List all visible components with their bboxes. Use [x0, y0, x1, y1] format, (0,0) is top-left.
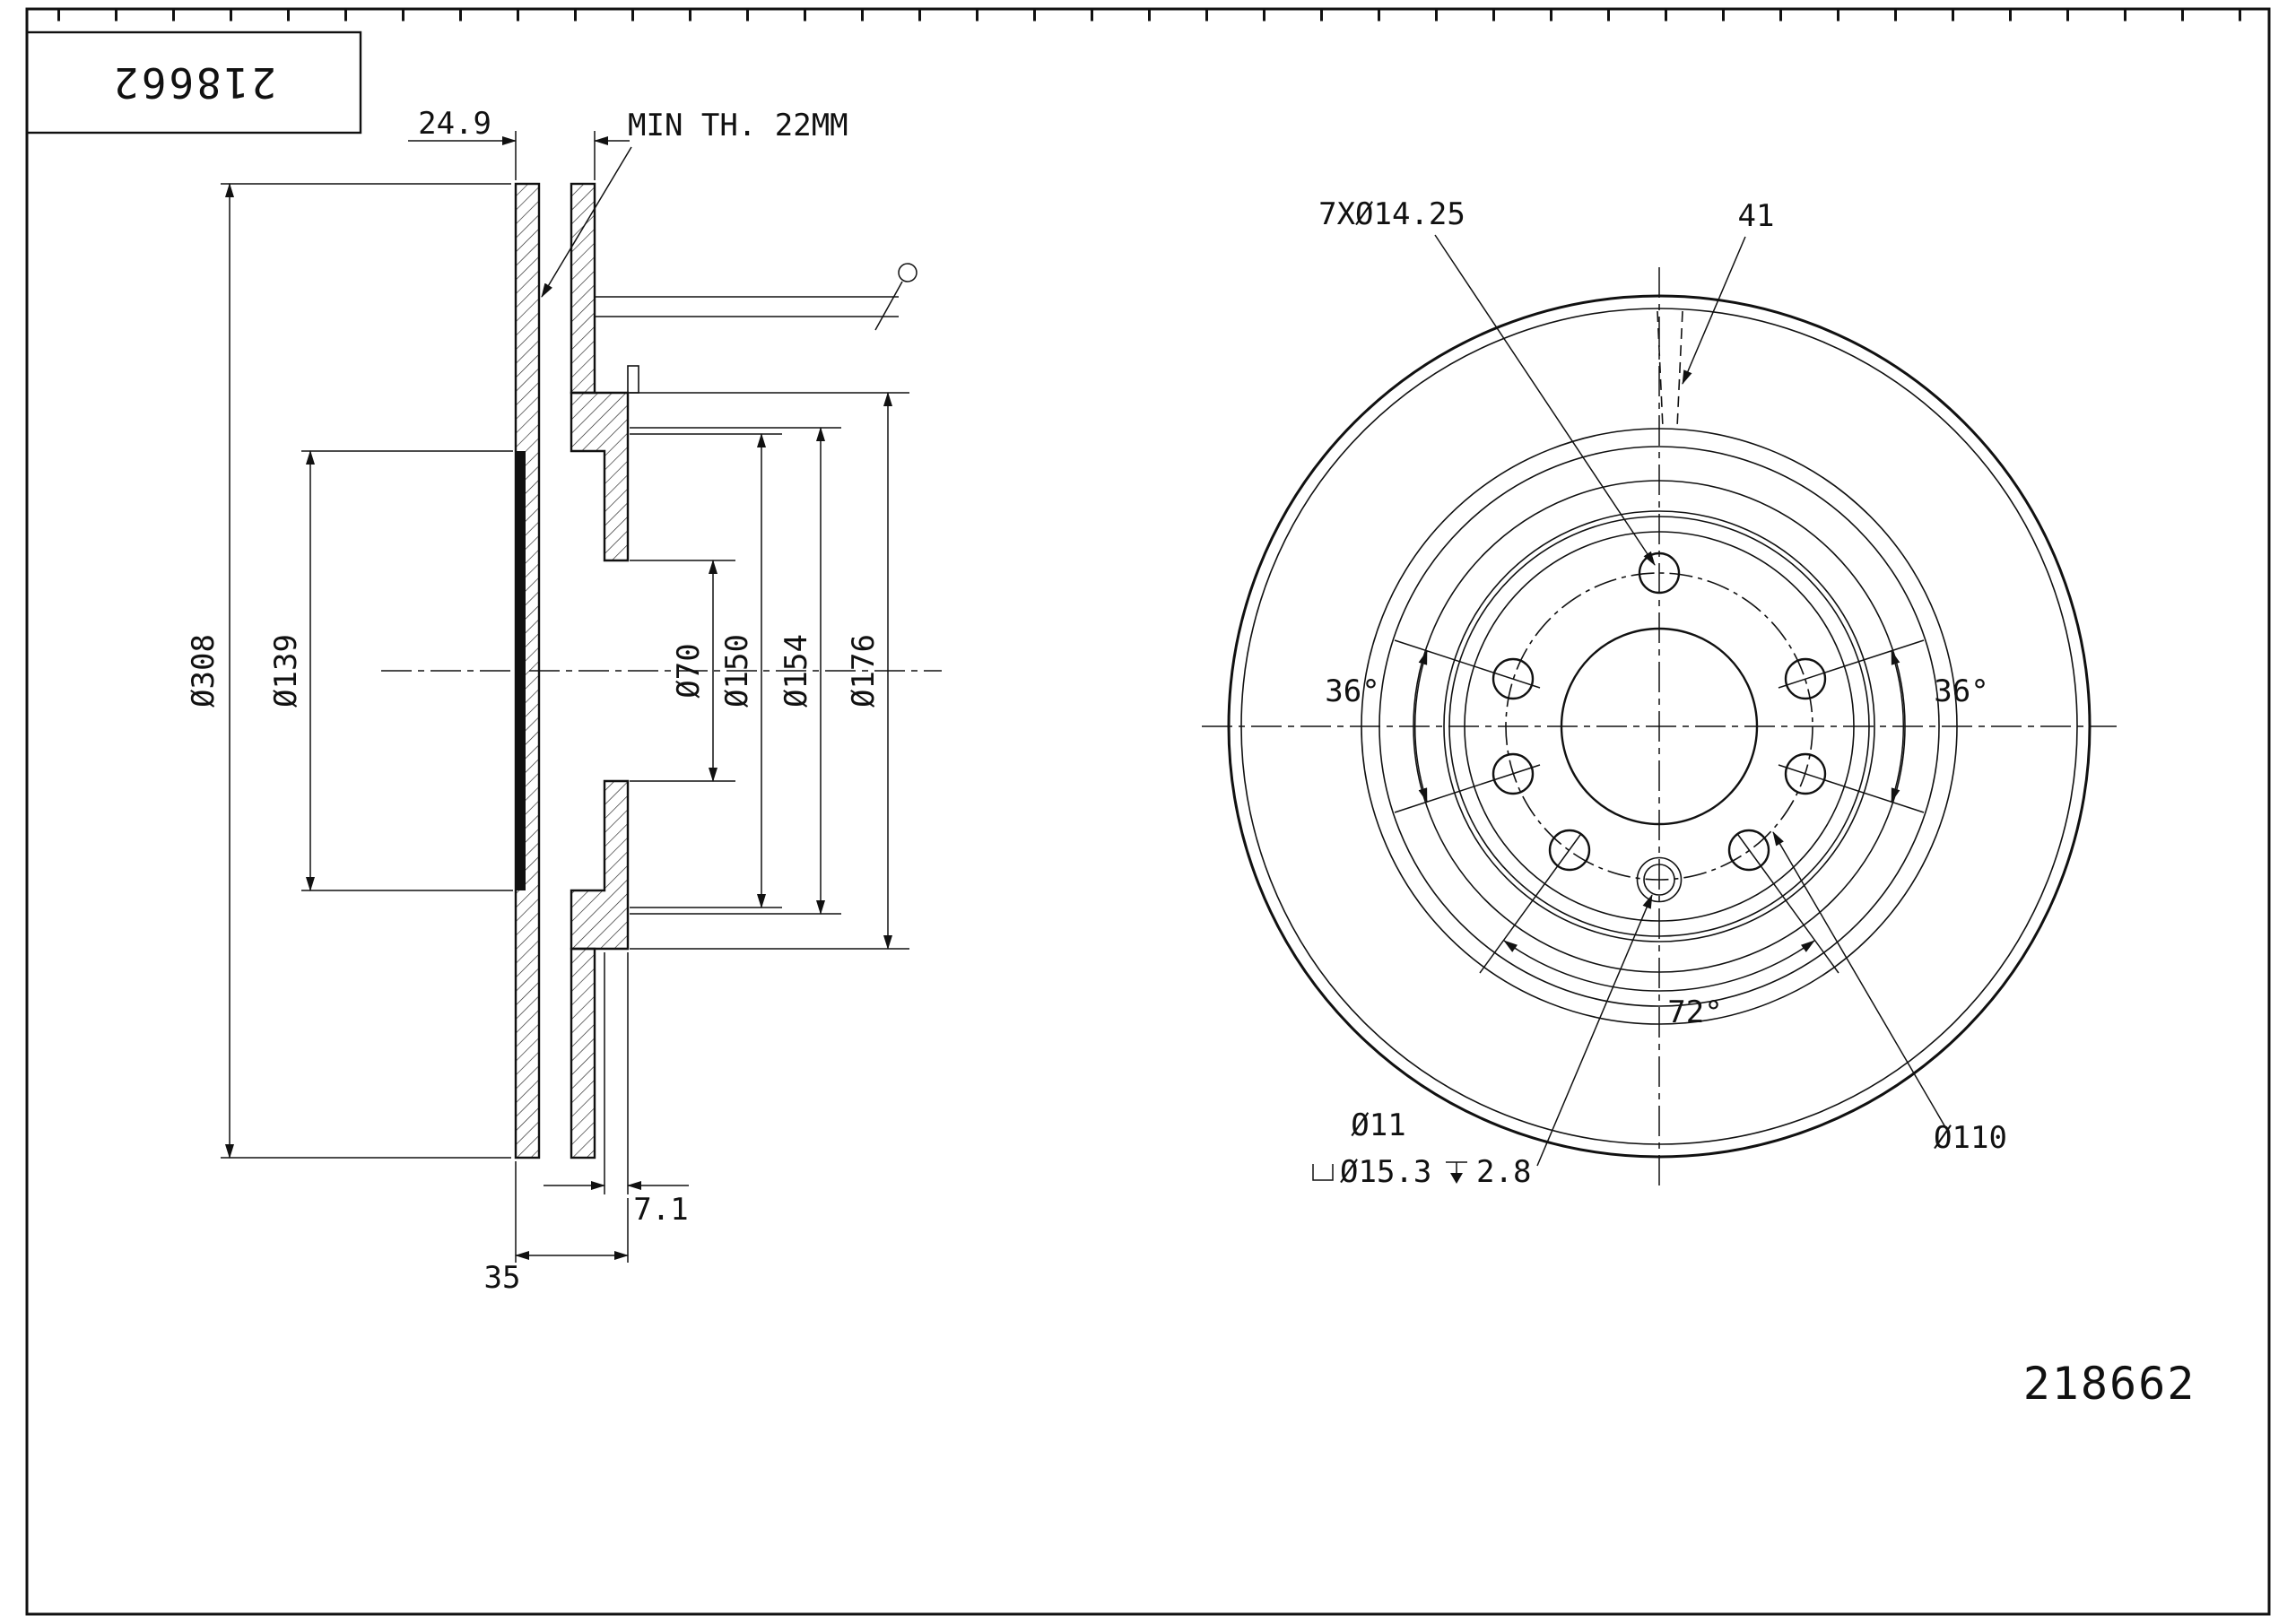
hat-flange-circle — [1413, 480, 1906, 973]
dim-thickness-label: 24.9 — [418, 106, 491, 142]
screw-hole-counterbore-circle — [1636, 856, 1683, 903]
screw-hole-inner-circle — [1643, 864, 1675, 896]
dim-bore-diameter: Ø70 — [630, 560, 735, 782]
dim-thickness: 24.9 — [408, 106, 630, 180]
counterbore-icon — [1312, 1164, 1334, 1181]
dim-outer-diameter-label: Ø308 — [186, 634, 222, 708]
pin-hole-diameter-label: Ø11 — [1351, 1107, 1405, 1143]
recess-circle — [1464, 531, 1855, 922]
dim-154-label: Ø154 — [778, 634, 814, 708]
title-block-part-number: 218662 — [111, 58, 276, 107]
title-block-box — [25, 30, 362, 135]
center-bore-circle — [1560, 627, 1759, 826]
dim-min-thickness: MIN TH. 22MM — [541, 108, 848, 298]
angle-bottom-label: 72° — [1667, 994, 1722, 1030]
dim-friction-inner-diameter: Ø139 — [268, 450, 513, 891]
drawing-frame — [25, 7, 2271, 1616]
outer-chamfer-circle — [1240, 308, 2078, 1145]
dim-bolt-hole-callout: 7XØ14.25 — [1318, 196, 1656, 566]
hat-step-inner-circle — [1448, 516, 1870, 937]
dim-angle-left: 36° — [1325, 639, 1541, 813]
bolt-holes — [1492, 551, 1827, 872]
angle-right-label: 36° — [1934, 673, 1988, 709]
bolt-hole — [1784, 752, 1827, 795]
dim-bore-label: Ø70 — [671, 643, 707, 698]
bolt-circle — [1505, 572, 1813, 881]
section-view: 24.9 MIN TH. 22MM Ø308 Ø139 Ø70 — [186, 106, 942, 1296]
dim-bolt-circle-diameter: Ø110 — [1772, 831, 2007, 1156]
dim-vane-count: 41 — [1682, 198, 1775, 385]
front-view: 7XØ14.25 41 36° 36° 72° — [1202, 196, 2117, 1190]
dim-hat-diameter-label: Ø176 — [846, 634, 882, 708]
dim-outer-diameter: Ø308 — [186, 183, 511, 1159]
runout-flag — [595, 263, 918, 331]
bolt-hole — [1492, 752, 1535, 795]
title-block: 218662 — [25, 30, 362, 135]
dim-friction-inner-label: Ø139 — [268, 634, 304, 708]
dim-set-screw-callout: Ø11 Ø15.3 2.8 — [1312, 894, 1653, 1190]
dim-hat-plate-thickness: 7.1 — [544, 952, 689, 1228]
bolt-hole — [1548, 829, 1591, 872]
dim-hat-plate-thickness-label: 7.1 — [633, 1192, 688, 1228]
vane-count-label: 41 — [1738, 198, 1775, 234]
border-rect — [25, 7, 2271, 1616]
outer-diameter-circle — [1227, 294, 2092, 1159]
friction-ring-inner-circle — [1361, 428, 1958, 1025]
vane-root-circle — [1378, 446, 1940, 1007]
hidden-vane-lines — [1657, 310, 1683, 429]
counterbore-depth-label: 2.8 — [1476, 1154, 1531, 1190]
pilot-step-detail — [627, 365, 639, 394]
footer-part-number: 218662 — [2023, 1358, 2196, 1410]
bolt-hole — [1492, 657, 1535, 700]
dim-154: Ø154 — [630, 427, 841, 915]
dim-angle-bottom: 72° — [1479, 834, 1839, 1030]
bolt-hole-callout-label: 7XØ14.25 — [1318, 196, 1465, 232]
bolt-hole — [1638, 551, 1681, 595]
min-thickness-label: MIN TH. 22MM — [628, 108, 848, 143]
set-screw-hole — [1636, 856, 1683, 903]
hat-section-lower — [570, 779, 630, 951]
dim-hat-diameter: Ø176 — [630, 392, 909, 950]
dim-angle-right: 36° — [1778, 639, 1989, 813]
bolt-circle-diameter-label: Ø110 — [1934, 1120, 2007, 1156]
runout-balloon-icon — [898, 263, 918, 282]
depth-icon — [1446, 1161, 1467, 1184]
friction-band — [516, 451, 526, 890]
hat-section-upper — [570, 391, 630, 562]
dim-overall-height: 35 — [484, 1161, 629, 1296]
inboard-plate-lower — [570, 947, 596, 1159]
bolt-hole — [1727, 829, 1770, 872]
counterbore-diameter-label: Ø15.3 — [1340, 1154, 1431, 1190]
angle-left-label: 36° — [1325, 673, 1379, 709]
dim-overall-height-label: 35 — [484, 1260, 521, 1296]
bolt-hole — [1784, 657, 1827, 700]
dim-150-label: Ø150 — [719, 634, 755, 708]
dim-150: Ø150 — [630, 433, 782, 908]
